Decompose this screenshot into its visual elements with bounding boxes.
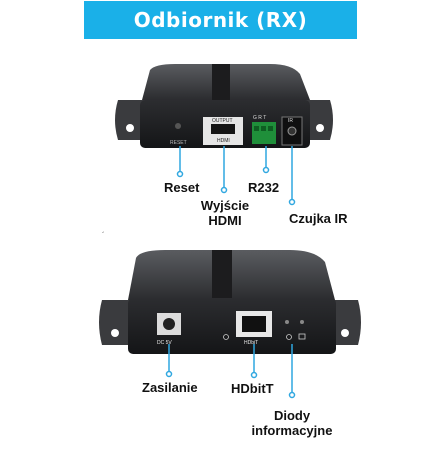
output-port-label: OUTPUT (212, 118, 233, 124)
status-led-1 (285, 320, 289, 324)
grt-port-label: G R T (253, 115, 266, 121)
ir-port-label: IR (288, 118, 293, 124)
hdmi-port (211, 124, 235, 134)
display-icon (298, 333, 306, 340)
top-callout-lines (176, 146, 296, 206)
rj45-port (242, 316, 266, 332)
rs232-terminal (252, 122, 276, 144)
rs232-callout-label: R232 (248, 180, 280, 195)
hdmi-out-callout-label: Wyjście HDMI (200, 198, 250, 228)
receiver-front-device: RESET OUTPUT HDMI G R T IR (115, 64, 333, 148)
reset-button (175, 123, 181, 129)
hdbitt-callout-label: HDbitT (231, 381, 274, 396)
dc-jack (163, 318, 175, 330)
leds-callout-label: Diody informacyjne (251, 408, 333, 438)
status-led-2 (300, 320, 304, 324)
stray-mark: ´ (102, 231, 105, 240)
signal-icon (286, 334, 292, 340)
mounting-ear-left (99, 300, 136, 345)
hdbit-port-label: HDbiT (244, 340, 258, 346)
device-top-stripe (212, 64, 230, 104)
dc-port-label: DC 5V (157, 340, 172, 346)
device-top-stripe (212, 250, 232, 300)
hdmi-port-label: HDMI (217, 138, 230, 144)
device-rear-panel (128, 298, 336, 354)
bottom-callout-lines (165, 344, 296, 399)
power-indicator (223, 334, 229, 340)
page-title: Odbiornik (RX) (133, 8, 308, 32)
reset-port-label: RESET (170, 140, 187, 146)
ir-jack (287, 126, 297, 136)
power-callout-label: Zasilanie (142, 380, 198, 395)
receiver-rear-device: DC 5V HDbiT (99, 250, 361, 354)
title-banner: Odbiornik (RX) (84, 1, 357, 39)
reset-callout-label: Reset (164, 180, 200, 195)
ir-sensor-callout-label: Czujka IR (289, 211, 348, 226)
